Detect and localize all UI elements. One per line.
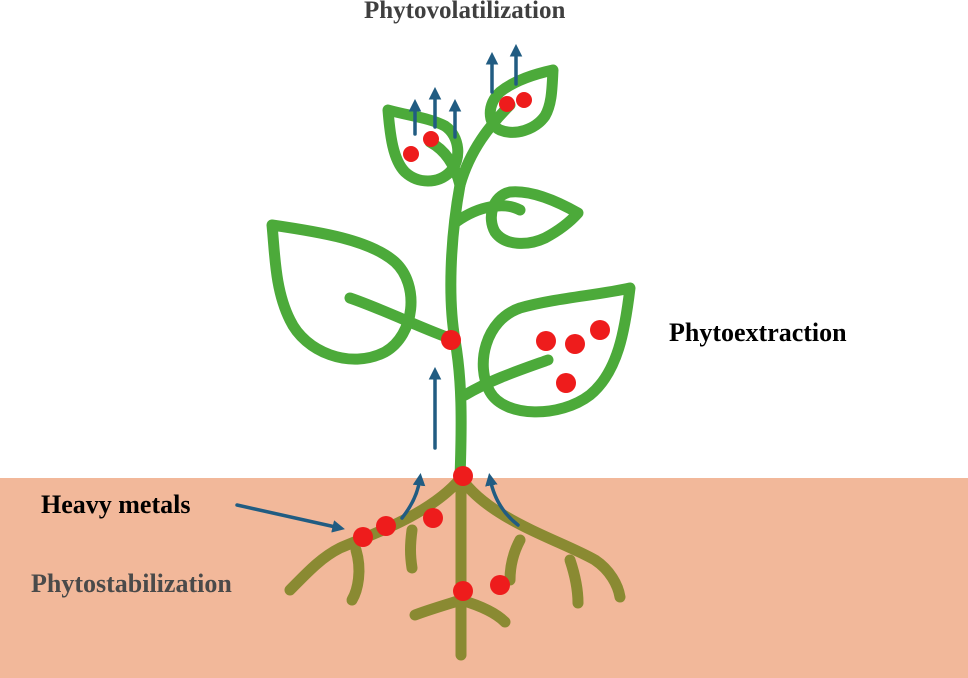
phytoextraction-label: Phytoextraction [669, 318, 847, 347]
heavy-metals-label: Heavy metals [41, 490, 191, 519]
heavy-metal-dots [353, 92, 610, 601]
right-branch [459, 354, 554, 401]
metal-dot [590, 320, 610, 340]
leaf-small-right [485, 186, 584, 249]
metal-dot [376, 516, 396, 536]
metal-dot [441, 330, 461, 350]
metal-dot [516, 92, 532, 108]
curved-arrow-left-icon [400, 472, 426, 520]
metal-dot [565, 334, 585, 354]
curved-arrow-right-icon [485, 473, 520, 527]
phytostabilization-label: Phytostabilization [31, 569, 232, 598]
phytovolatilization-label: Phytovolatilization [364, 0, 566, 24]
soil-layer [0, 478, 968, 678]
heavy-metals-pointer-icon [235, 503, 345, 533]
metal-dot [353, 527, 373, 547]
main-stem [445, 99, 516, 484]
roots [284, 472, 626, 661]
plant [266, 64, 636, 484]
metal-dot [403, 146, 419, 162]
uptake-arrows [235, 43, 523, 533]
metal-dot [556, 373, 576, 393]
metal-dot [453, 581, 473, 601]
leaf-top-left [382, 104, 464, 187]
leaf-left [266, 219, 417, 365]
metal-dot [536, 331, 556, 351]
metal-dot [499, 96, 515, 112]
metal-dot [490, 575, 510, 595]
metal-dot [453, 466, 473, 486]
leaf-right [477, 282, 636, 418]
metal-dot [423, 131, 439, 147]
metal-dot [423, 508, 443, 528]
